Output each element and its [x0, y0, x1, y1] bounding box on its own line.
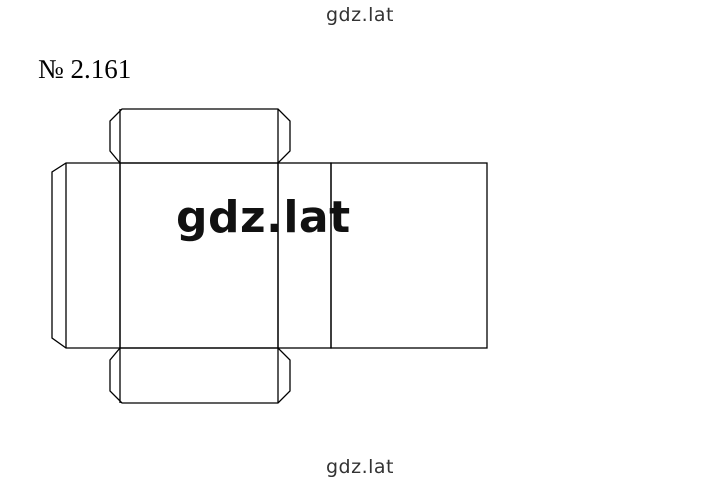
watermark-center: gdz.lat	[176, 192, 351, 243]
right-face	[330, 162, 488, 349]
watermark-top: gdz.lat	[325, 4, 394, 26]
top-flap	[109, 108, 291, 164]
side-strip	[277, 162, 332, 349]
left-flap	[51, 162, 121, 349]
watermark-bottom: gdz.lat	[325, 456, 394, 478]
problem-number: № 2.161	[38, 54, 132, 84]
center-face	[119, 162, 279, 349]
bottom-flap	[109, 347, 291, 404]
